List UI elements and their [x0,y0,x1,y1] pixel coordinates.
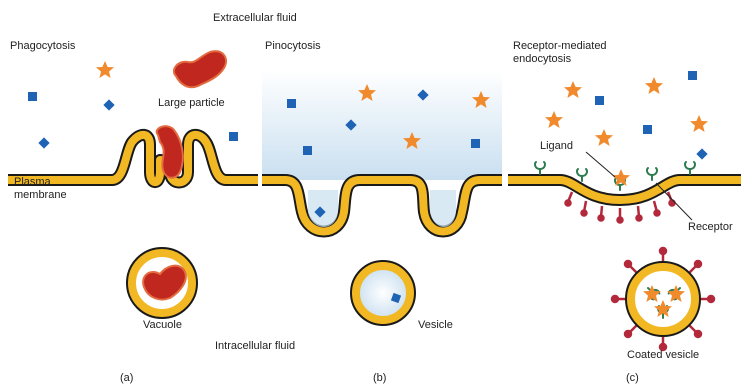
square-molecule [471,139,480,148]
phagocytosis-title: Phagocytosis [10,40,75,53]
square-molecule [303,146,312,155]
square-molecule [28,92,37,101]
coated-vesicle [612,248,714,350]
large-particle-label: Large particle [158,97,225,110]
bound-ligand [612,169,630,186]
square-molecule [287,99,296,108]
vesicle-label: Vesicle [418,319,453,332]
diamond-molecule [38,137,49,148]
plasma-membrane-label-line1: Plasma [14,176,51,189]
coated-vesicle-label: Coated vesicle [627,349,699,362]
pinocytosis-fluid [262,70,502,180]
receptor-mediated-title-line1: Receptor-mediated [513,40,607,53]
ligand-label: Ligand [540,140,573,153]
square-molecule [643,125,652,134]
large-particle [174,51,226,87]
square-molecule [595,96,604,105]
plasma-membrane-label-line2: membrane [14,189,67,202]
star-molecule [96,61,114,78]
star-molecule [595,129,613,146]
panel-c-letter: (c) [626,372,639,385]
extracellular-fluid-label: Extracellular fluid [213,12,297,25]
star-molecule [645,77,663,94]
star-molecule [690,115,708,132]
vacuole-label: Vacuole [143,319,182,332]
pinocytosis-membrane [262,180,502,232]
square-molecule [688,71,697,80]
pinocytosis-title: Pinocytosis [265,40,321,53]
diamond-molecule [103,99,114,110]
pinocytosis-vesicle [356,266,410,320]
receptor-mediated-title-line2: endocytosis [513,53,571,66]
panel-b-letter: (b) [373,372,386,385]
diamond-molecule [696,148,707,159]
square-molecule [229,132,238,141]
panel-a-letter: (a) [120,372,133,385]
receptor-label: Receptor [688,221,733,234]
vacuole [132,253,192,313]
intracellular-fluid-label: Intracellular fluid [215,340,295,353]
star-molecule [545,111,563,128]
star-molecule [564,81,582,98]
